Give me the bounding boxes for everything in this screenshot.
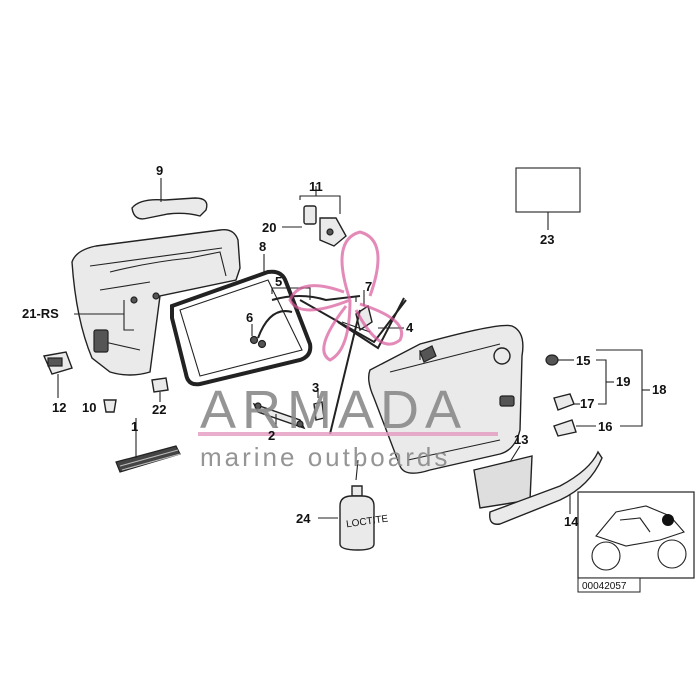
callout-10: 10 xyxy=(82,400,96,415)
callout-19: 19 xyxy=(616,374,630,389)
callout-11: 11 xyxy=(309,179,323,194)
callout-1: 1 xyxy=(131,419,138,434)
callout-18: 18 xyxy=(652,382,666,397)
pad-part-17 xyxy=(553,393,575,411)
highlight-dot-icon xyxy=(662,514,674,526)
watermark-tagline: marine outboards xyxy=(200,442,450,472)
carry-handle-part xyxy=(131,197,208,220)
hinge-part xyxy=(303,205,347,247)
callout-8: 8 xyxy=(259,239,266,254)
clip-part-10 xyxy=(103,399,117,413)
bracket-part-2 xyxy=(252,402,306,430)
callout-14: 14 xyxy=(564,514,579,529)
callout-4: 4 xyxy=(406,320,414,335)
watermark-bar xyxy=(198,432,498,436)
bolt-part-3 xyxy=(313,390,325,421)
label-plate-part xyxy=(515,167,581,213)
leader-11 xyxy=(299,195,341,214)
fastener-21a xyxy=(130,296,138,304)
leader-21 xyxy=(74,300,134,331)
grommet-part xyxy=(545,354,559,366)
rubber-strip-part xyxy=(115,445,181,473)
seal-frame-part xyxy=(170,269,313,387)
callout-23: 23 xyxy=(540,232,554,247)
callout-7: 7 xyxy=(365,279,372,294)
leader-5 xyxy=(271,287,311,300)
strap-part xyxy=(249,295,361,349)
propeller-logo-icon xyxy=(288,230,403,362)
callout-9: 9 xyxy=(156,163,163,178)
bracket-18 xyxy=(596,349,643,427)
callout-6: 6 xyxy=(246,310,253,325)
loctite-bottle-part xyxy=(339,459,375,551)
trim-strip-part xyxy=(489,450,603,525)
callout-5: 5 xyxy=(275,274,282,289)
callout-16: 16 xyxy=(598,419,612,434)
callout-12: 12 xyxy=(52,400,66,415)
callout-24: 24 xyxy=(296,511,311,526)
armada-watermark xyxy=(198,230,498,436)
bracket-19 xyxy=(596,359,607,405)
case-lid-right xyxy=(367,324,524,474)
reference-number: 00042057 xyxy=(582,581,627,592)
watermark-brand: ARMADA xyxy=(200,380,467,440)
callout-2: 2 xyxy=(268,428,275,443)
stay-rods-part xyxy=(299,297,407,435)
leader-13 xyxy=(509,445,521,463)
motorcycle-thumbnail xyxy=(577,491,695,579)
callout-20: 20 xyxy=(262,220,276,235)
pad-part-16 xyxy=(553,419,577,437)
callout-21-rs: 21-RS xyxy=(22,306,59,321)
callout-22: 22 xyxy=(152,402,166,417)
reference-box xyxy=(577,577,641,593)
callout-17: 17 xyxy=(580,396,594,411)
callout-3: 3 xyxy=(312,380,319,395)
fastener-21b xyxy=(152,292,160,300)
case-body-left xyxy=(71,229,241,376)
cap-part-22 xyxy=(151,377,169,393)
callout-13: 13 xyxy=(514,432,528,447)
callout-15: 15 xyxy=(576,353,590,368)
latch-part xyxy=(42,351,73,375)
